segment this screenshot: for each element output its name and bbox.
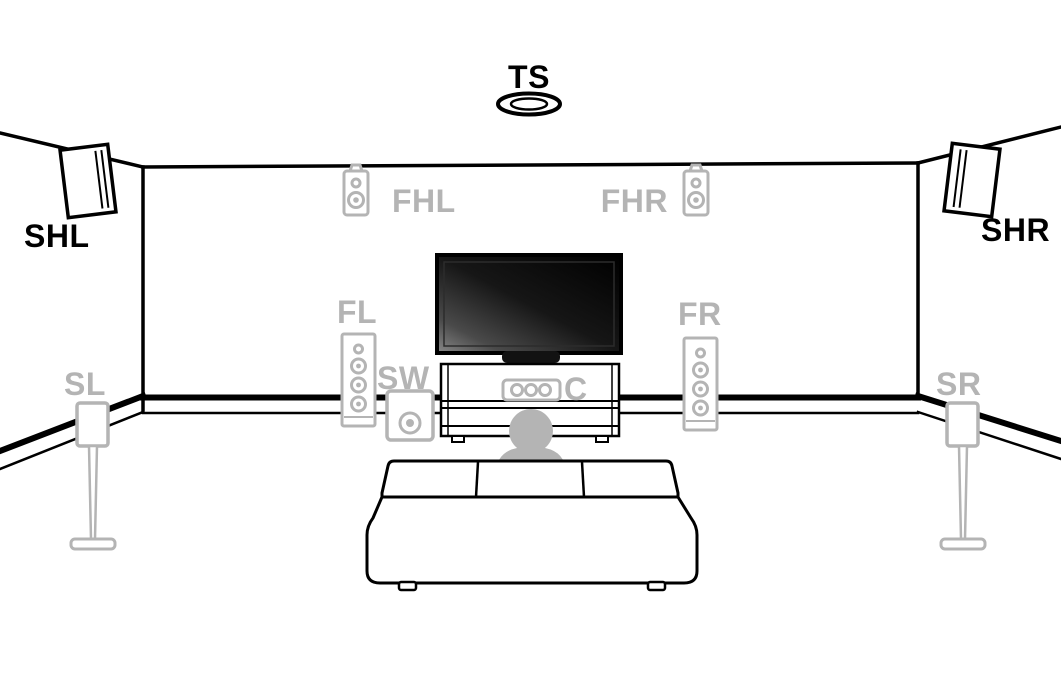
sw-speaker-icon <box>385 389 435 442</box>
ceiling-edge-back <box>141 161 920 169</box>
label-fr: FR <box>678 296 722 332</box>
label-shr: SHR <box>981 212 1050 248</box>
label-ts: TS <box>508 59 550 95</box>
right-rail-thin <box>916 410 1061 461</box>
fr-speaker-icon <box>682 336 719 432</box>
fl-speaker-icon <box>340 332 377 428</box>
label-sl: SL <box>64 366 106 402</box>
cabinet-foot-left <box>451 435 465 443</box>
sr-speaker-icon <box>939 401 987 551</box>
sofa-foot-right <box>646 580 667 592</box>
label-fl: FL <box>337 294 377 330</box>
left-rail-thick <box>0 392 147 455</box>
sofa-back <box>380 459 680 500</box>
label-shl: SHL <box>24 218 90 254</box>
sofa-body <box>365 495 699 585</box>
cabinet-foot-right <box>595 435 609 443</box>
tv-bezel <box>443 261 615 347</box>
tv <box>435 253 623 363</box>
ceiling-edge-right <box>915 125 1061 166</box>
tv-screen <box>435 253 623 355</box>
label-c: C <box>564 371 588 407</box>
tv-stand <box>502 351 560 363</box>
label-sw: SW <box>377 360 430 396</box>
sofa-foot-left <box>397 580 418 592</box>
c-speaker-icon <box>501 378 562 402</box>
label-sr: SR <box>936 366 981 402</box>
sl-speaker-icon <box>69 401 117 551</box>
shr-speaker-icon <box>942 141 1002 219</box>
shl-speaker-icon <box>58 142 118 220</box>
sofa <box>365 459 699 592</box>
left-rail-thin <box>0 410 145 471</box>
fhl-speaker-icon <box>342 163 370 217</box>
label-fhl: FHL <box>392 183 456 219</box>
ts-speaker-icon <box>496 91 562 117</box>
label-fhr: FHR <box>601 183 668 219</box>
fhr-speaker-icon <box>682 163 710 217</box>
right-rail-thick <box>914 392 1061 445</box>
